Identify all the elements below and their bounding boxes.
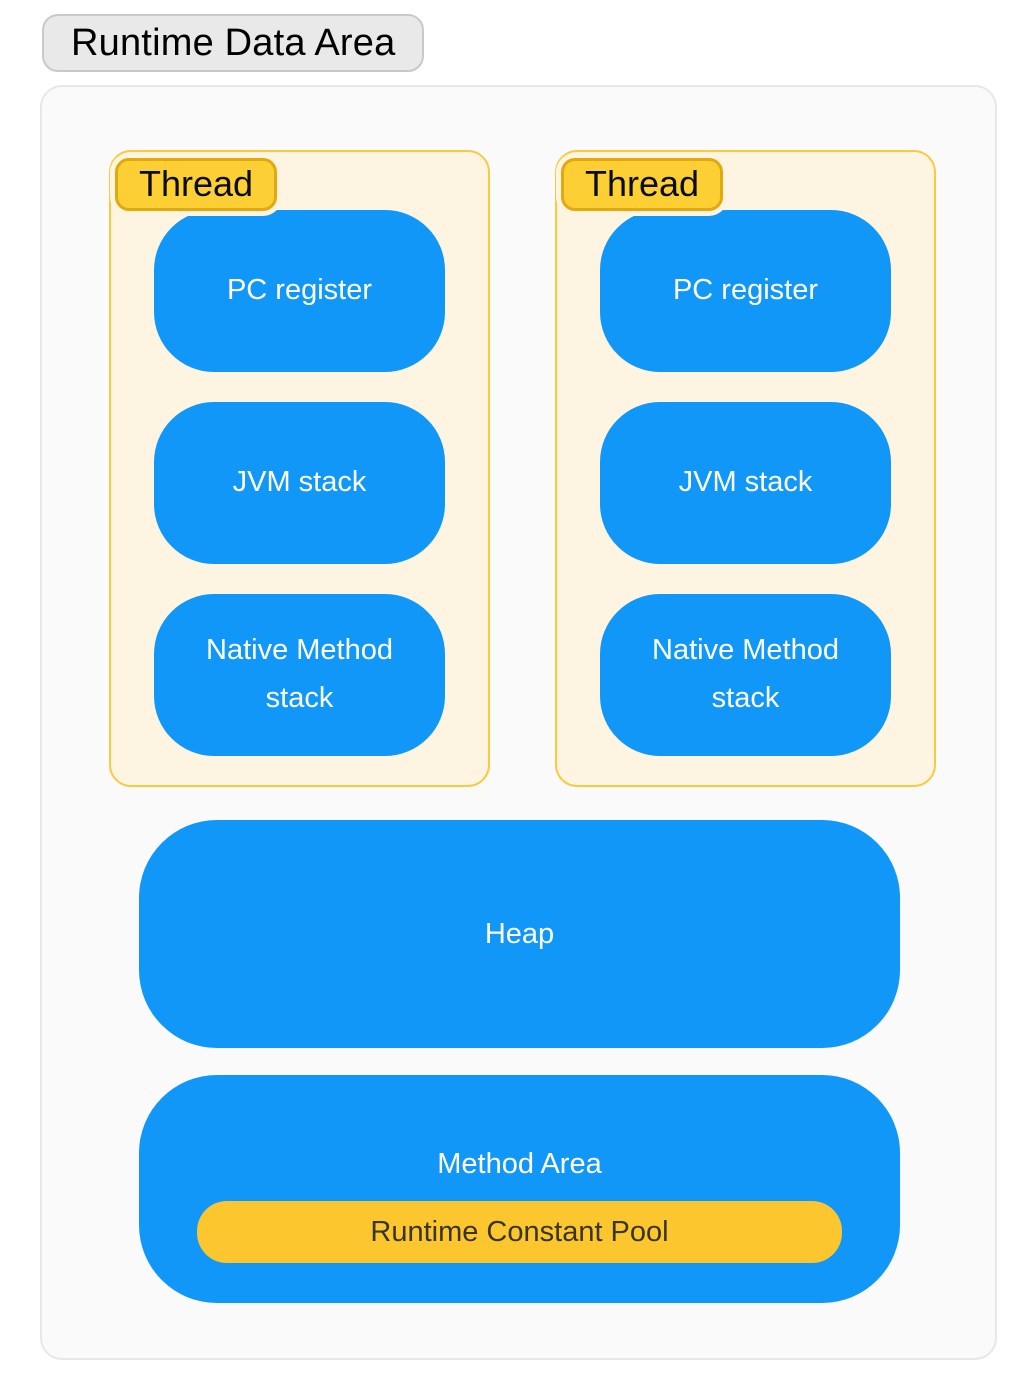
jvm-stack-box: JVM stack xyxy=(154,402,445,564)
runtime-constant-pool-box: Runtime Constant Pool xyxy=(197,1201,842,1263)
heap-box: Heap xyxy=(139,820,900,1048)
runtime-data-area-container: Thread PC register JVM stack Native Meth… xyxy=(40,85,997,1360)
pc-register-box: PC register xyxy=(600,210,891,372)
method-area-box: Method Area Runtime Constant Pool xyxy=(139,1075,900,1303)
thread-panel-1: Thread PC register JVM stack Native Meth… xyxy=(109,150,490,787)
thread-panel-2: Thread PC register JVM stack Native Meth… xyxy=(555,150,936,787)
thread-badge: Thread xyxy=(561,158,724,211)
pc-register-box: PC register xyxy=(154,210,445,372)
method-area-label: Method Area xyxy=(437,1148,602,1180)
thread-badge: Thread xyxy=(115,158,278,211)
native-method-stack-box: Native Method stack xyxy=(154,594,445,756)
jvm-stack-box: JVM stack xyxy=(600,402,891,564)
diagram-title: Runtime Data Area xyxy=(42,14,425,72)
native-method-stack-box: Native Method stack xyxy=(600,594,891,756)
